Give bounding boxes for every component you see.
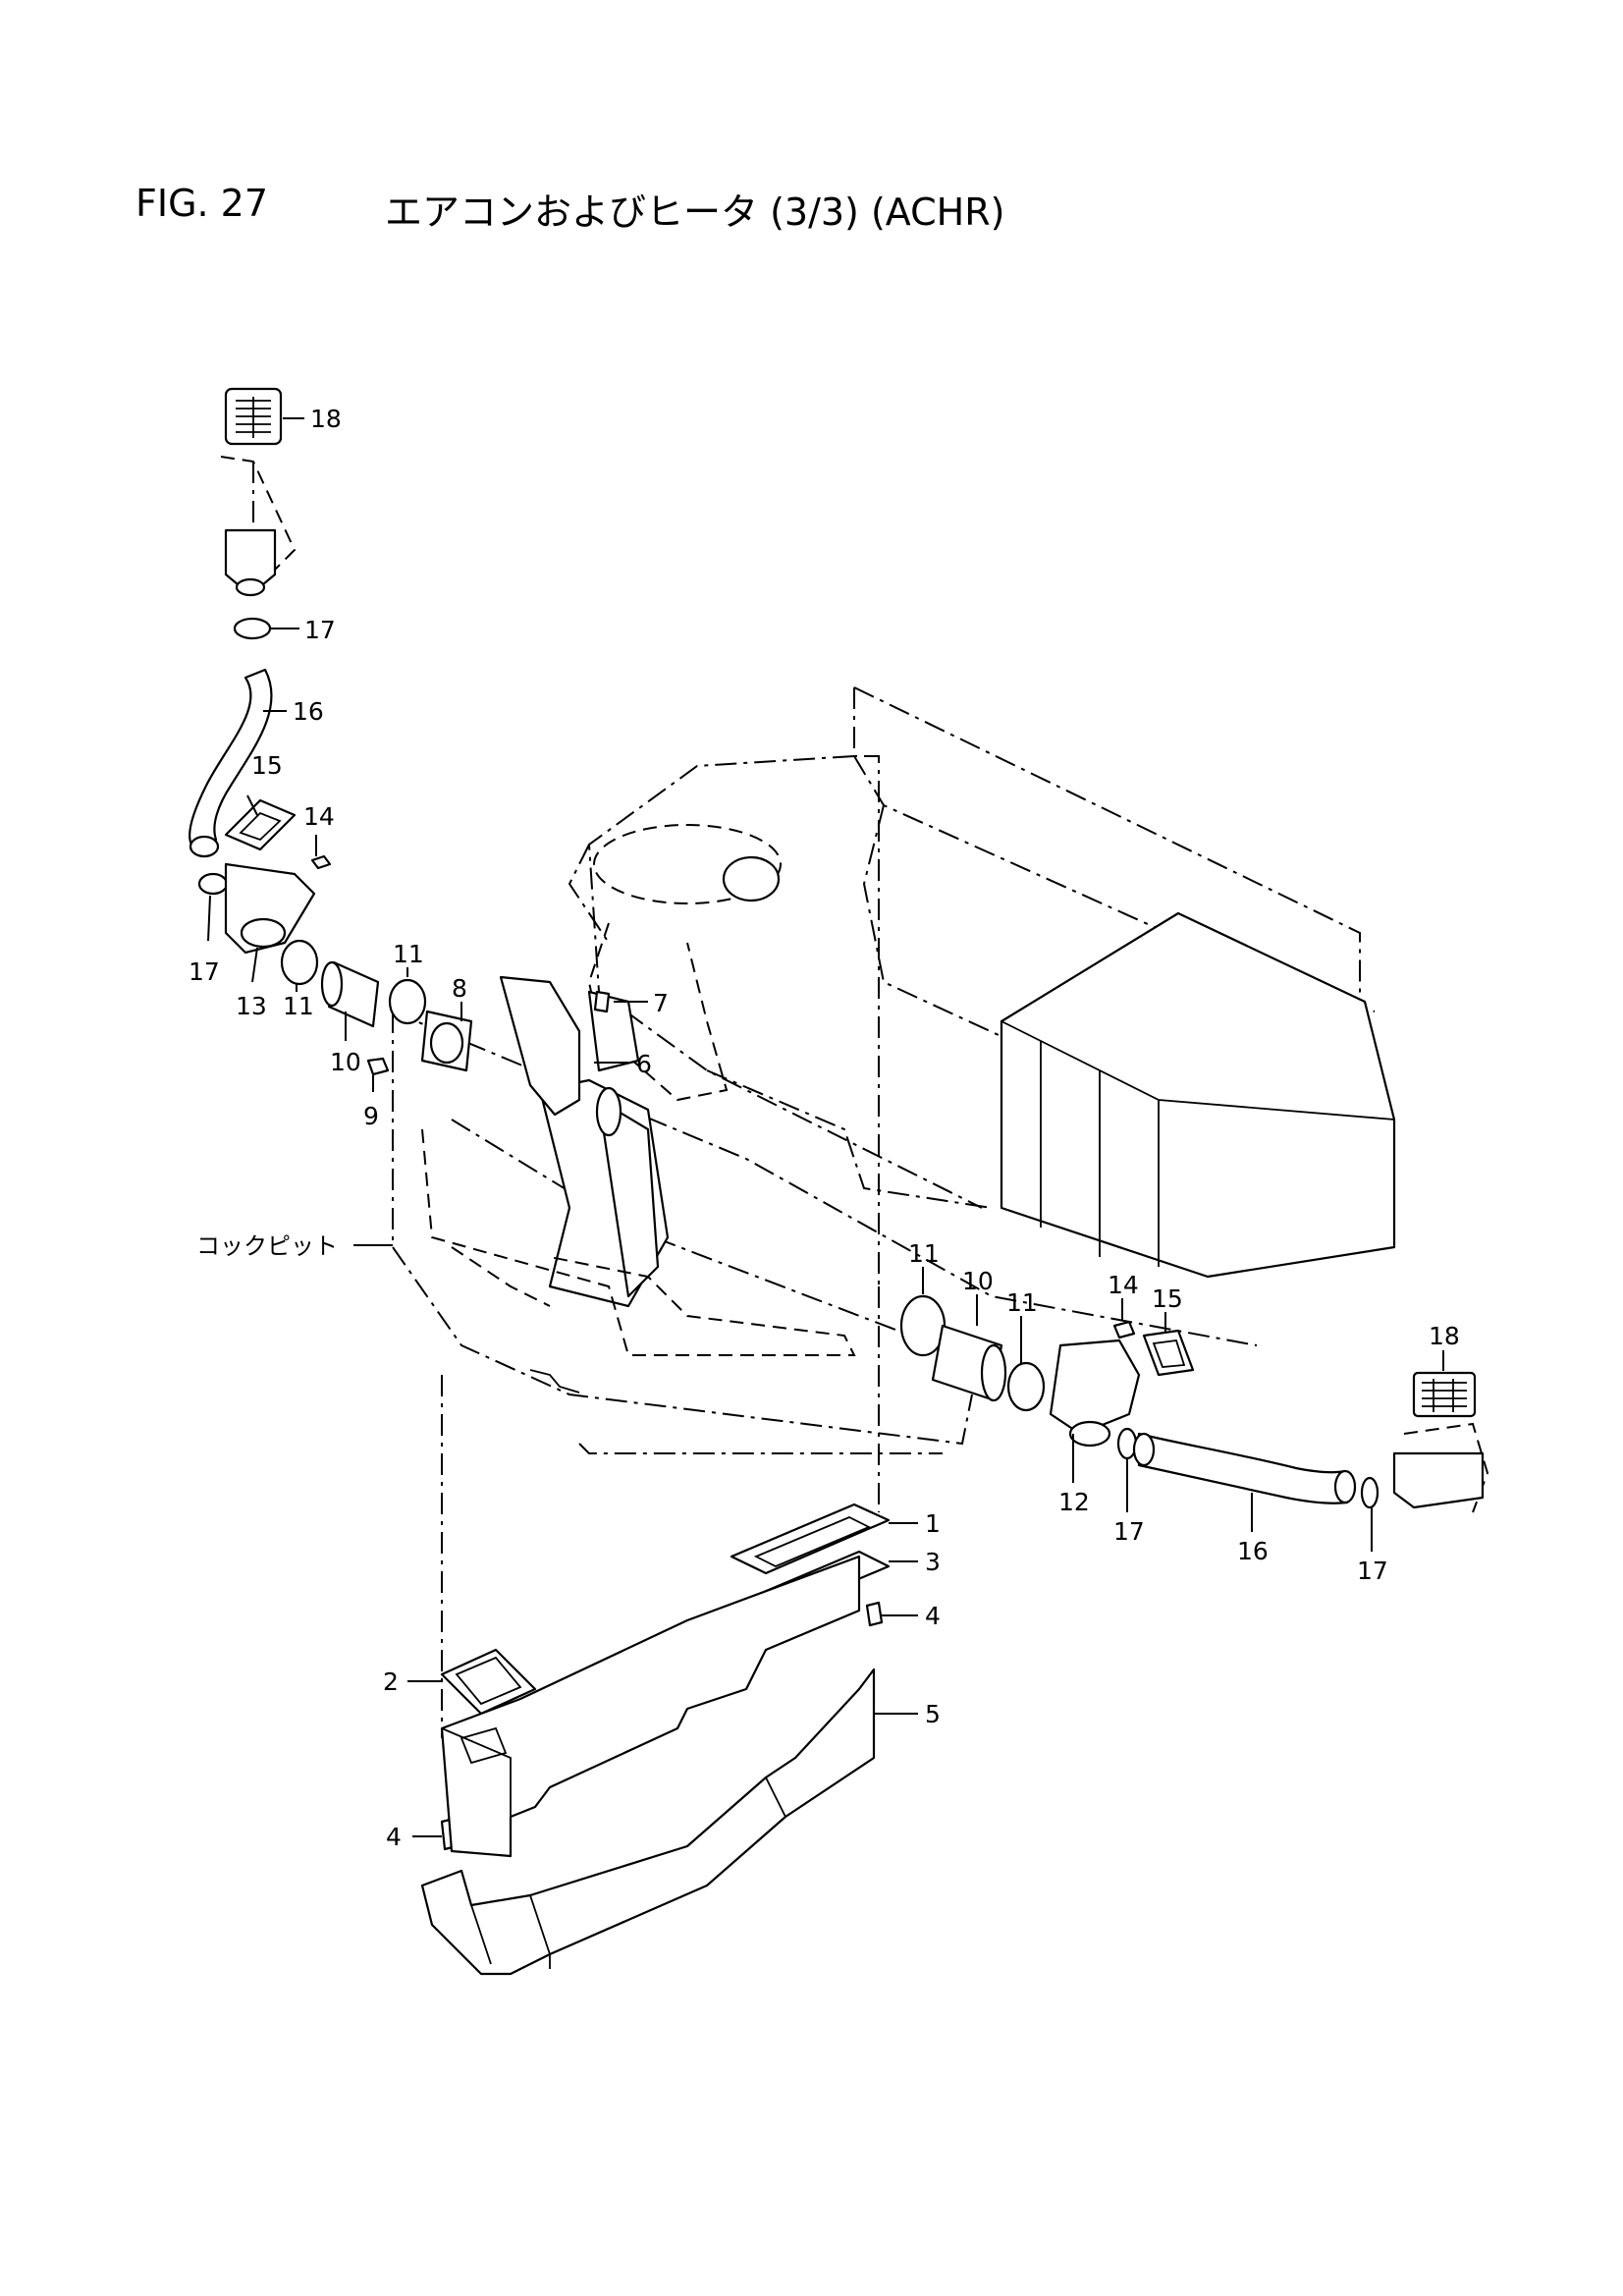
console-duct xyxy=(440,1555,861,1858)
screw-4-right xyxy=(865,1601,884,1627)
callout-6: 6 xyxy=(636,1050,652,1078)
callout-11-b: 11 xyxy=(393,940,424,968)
callout-12: 12 xyxy=(1058,1488,1090,1516)
right-duct-assembly xyxy=(899,1294,1489,1513)
callout-17-far: 17 xyxy=(1357,1557,1388,1585)
hose-band-11-d xyxy=(1006,1361,1046,1412)
callout-13: 13 xyxy=(236,992,267,1020)
hose-band-11-b xyxy=(388,978,427,1025)
bracket-6 xyxy=(499,975,581,1117)
callout-2: 2 xyxy=(383,1667,399,1696)
callout-18-right: 18 xyxy=(1429,1322,1460,1350)
hose-clamp-17-left xyxy=(197,872,229,896)
callout-17-upper: 17 xyxy=(304,616,336,644)
callout-15-upper: 15 xyxy=(251,751,283,780)
callout-15-right: 15 xyxy=(1152,1285,1183,1313)
callout-7: 7 xyxy=(653,989,669,1017)
callout-14-right: 14 xyxy=(1108,1271,1139,1299)
callout-1: 1 xyxy=(925,1509,941,1538)
callout-5: 5 xyxy=(925,1700,941,1728)
figure-title: エアコンおよびヒータ (3/3) (ACHR) xyxy=(385,191,1005,234)
duct-elbow-12 xyxy=(1049,1339,1141,1436)
callout-8: 8 xyxy=(452,974,467,1003)
left-duct-assembly xyxy=(189,387,640,1117)
callout-4-left: 4 xyxy=(386,1823,402,1851)
seal-15-upper xyxy=(224,798,297,851)
callout-4-right: 4 xyxy=(925,1602,941,1630)
callout-9: 9 xyxy=(363,1102,379,1130)
callout-leaders xyxy=(207,417,1444,1837)
cockpit-floor xyxy=(421,1128,856,1394)
console-cover-5 xyxy=(420,1667,876,1976)
hose-clamp-17-upper xyxy=(233,617,272,640)
callout-16-right: 16 xyxy=(1237,1537,1269,1565)
callout-labels: 18 17 16 15 14 17 13 11 10 11 8 9 7 6 コッ… xyxy=(189,405,1460,1851)
vent-grille-18-right xyxy=(1412,1371,1477,1418)
hvac-unit-reference xyxy=(1000,911,1396,1279)
gasket-2 xyxy=(440,1648,537,1716)
seat-reference xyxy=(538,824,782,1308)
seal-15-right xyxy=(1142,1329,1195,1377)
callout-14-upper: 14 xyxy=(303,802,335,831)
hose-16-right xyxy=(1137,1432,1349,1504)
callout-11-c: 11 xyxy=(908,1239,940,1268)
callout-18-upper: 18 xyxy=(310,405,342,433)
callout-16-upper: 16 xyxy=(293,697,324,726)
outlet-box-right xyxy=(1392,1451,1485,1509)
cockpit-label: コックピット xyxy=(196,1232,338,1260)
console-duct-assembly xyxy=(420,1503,891,1976)
callout-11-d: 11 xyxy=(1006,1288,1038,1317)
figure-number: FIG. 27 xyxy=(135,182,269,225)
figure-header: FIG. 27 エアコンおよびヒータ (3/3) (ACHR) xyxy=(0,182,1623,241)
callout-17-right: 17 xyxy=(1113,1517,1145,1546)
hose-band-11-a xyxy=(280,939,319,986)
bolt-7 xyxy=(593,990,611,1013)
callout-17-left: 17 xyxy=(189,957,220,986)
callout-3: 3 xyxy=(925,1548,941,1576)
callout-10-right: 10 xyxy=(962,1267,994,1295)
plate-1 xyxy=(730,1503,891,1575)
hose-clamp-17-far xyxy=(1360,1476,1380,1509)
callout-10-left: 10 xyxy=(330,1048,361,1076)
callout-11-a: 11 xyxy=(283,992,314,1020)
